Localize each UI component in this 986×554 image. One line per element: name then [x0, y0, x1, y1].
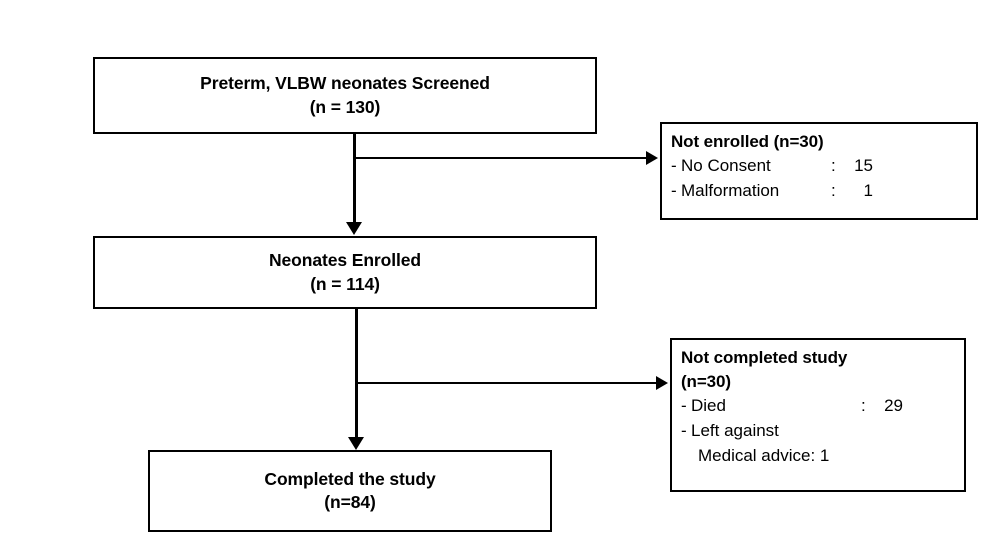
not-completed-item-1-continuation: Medical advice: 1 — [698, 445, 830, 465]
arrow-enrolled-to-completed — [348, 437, 364, 450]
not-enrolled-item-1: - Malformation : 1 — [671, 179, 873, 204]
arrow-to-not-completed — [656, 376, 668, 390]
box-not-enrolled-heading: Not enrolled (n=30) — [671, 132, 824, 151]
list-dash: - — [671, 180, 677, 200]
box-completed-line2: (n=84) — [324, 492, 376, 512]
box-not-completed-heading-line1: Not completed study — [681, 348, 848, 367]
arrow-screened-to-enrolled — [346, 222, 362, 235]
list-dash: - — [681, 420, 687, 440]
box-enrolled-line1: Neonates Enrolled — [269, 250, 421, 271]
list-colon: : — [831, 156, 836, 176]
list-dash: - — [681, 396, 687, 416]
list-value: 1 — [863, 180, 873, 200]
box-enrolled: Neonates Enrolled (n = 114) — [93, 236, 597, 309]
connector-screened-to-enrolled-vertical — [353, 134, 356, 223]
list-label: Malformation — [681, 180, 780, 200]
arrow-to-not-enrolled — [646, 151, 658, 165]
not-completed-item-1: - Left against — [681, 419, 861, 444]
list-label: Died — [691, 396, 726, 416]
box-screened-line2: (n = 130) — [309, 96, 381, 117]
box-not-enrolled: Not enrolled (n=30) - No Consent : 15 - … — [660, 122, 978, 220]
list-label: No Consent — [681, 156, 771, 176]
connector-enrolled-to-completed-vertical — [355, 309, 358, 439]
connector-enrolled-to-not-completed-horizontal — [357, 382, 656, 384]
list-label: Left against — [691, 420, 779, 440]
not-completed-item-0: - Died : 29 — [681, 394, 903, 419]
box-screened-line1: Preterm, VLBW neonates Screened — [200, 73, 490, 94]
box-not-completed-heading-line2: (n=30) — [681, 372, 731, 392]
not-enrolled-item-0: - No Consent : 15 — [671, 154, 873, 179]
list-value: 29 — [884, 396, 903, 416]
list-value: 15 — [854, 156, 873, 176]
list-dash: - — [671, 156, 677, 176]
list-colon: : — [861, 396, 866, 416]
list-colon: : — [831, 180, 836, 200]
box-screened: Preterm, VLBW neonates Screened (n = 130… — [93, 57, 597, 134]
connector-screened-to-not-enrolled-horizontal — [355, 157, 646, 159]
box-enrolled-line2: (n = 114) — [310, 273, 380, 294]
box-completed-line1: Completed the study — [264, 468, 436, 489]
box-not-completed: Not completed study (n=30) - Died : 29 -… — [670, 338, 966, 492]
box-completed: Completed the study (n=84) — [148, 450, 552, 532]
